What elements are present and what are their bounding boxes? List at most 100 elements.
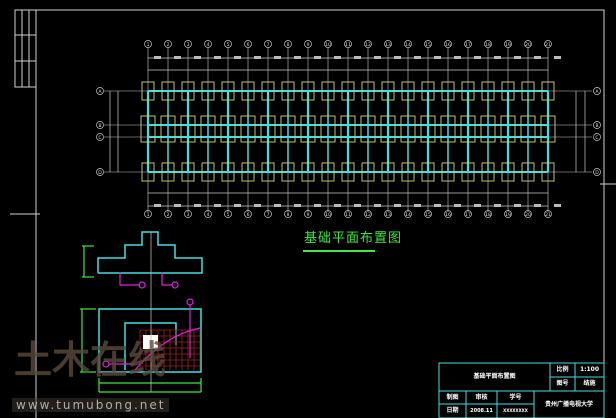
footing <box>160 115 176 143</box>
footing <box>341 81 355 101</box>
footing <box>540 115 556 143</box>
footing <box>340 115 356 143</box>
footing <box>241 81 255 101</box>
footing <box>360 115 376 143</box>
column-axis-label: 12 <box>365 212 371 218</box>
footing <box>221 81 235 101</box>
tb-scale-label: 比例 <box>556 366 569 373</box>
axis-bubble <box>593 133 601 141</box>
footing <box>521 162 535 182</box>
footing <box>161 162 175 182</box>
axis-bubble <box>524 40 532 48</box>
footing <box>401 162 415 182</box>
dimension-text <box>554 56 561 59</box>
footing <box>541 81 555 101</box>
column-axis-label: 5 <box>227 42 230 48</box>
axis-bubble <box>464 40 472 48</box>
dimension-text <box>294 56 301 59</box>
row-axis-label: A <box>98 89 102 95</box>
dimension-text <box>214 204 221 207</box>
column-axis-label: 3 <box>187 212 190 218</box>
dimension-text <box>534 56 541 59</box>
column-axis-label: 1 <box>147 42 150 48</box>
axis-bubble <box>324 40 332 48</box>
footing <box>440 115 456 143</box>
footing <box>541 162 555 182</box>
column-axis-label: 4 <box>207 212 210 218</box>
footing <box>361 81 375 101</box>
axis-bubble <box>324 210 332 218</box>
axis-bubble <box>164 40 172 48</box>
axis-bubble <box>144 40 152 48</box>
plan-title-underline <box>303 250 375 252</box>
dimension-text <box>394 204 401 207</box>
footing <box>421 162 435 182</box>
footing <box>461 162 475 182</box>
column-axis-label: 18 <box>485 212 491 218</box>
dimension-text <box>354 204 361 207</box>
footing <box>261 81 275 101</box>
footing <box>500 115 516 143</box>
column-axis-label: 19 <box>505 42 511 48</box>
column-axis-label: 6 <box>247 212 250 218</box>
axis-bubble <box>504 40 512 48</box>
dimension-text <box>414 56 421 59</box>
axis-bubble <box>304 210 312 218</box>
tb-drawing-name: 基础平面布置图 <box>473 373 516 380</box>
footing <box>480 115 496 143</box>
foundation-details <box>80 231 203 393</box>
axis-bubble <box>424 210 432 218</box>
axis-bubble <box>364 210 372 218</box>
axis-bubble <box>464 210 472 218</box>
column-axis-label: 13 <box>385 212 391 218</box>
dimension-text <box>474 204 481 207</box>
row-axis-label: B <box>595 123 598 129</box>
dimension-text <box>214 56 221 59</box>
axis-bubble <box>504 210 512 218</box>
dimension-text <box>494 204 501 207</box>
footing <box>381 81 395 101</box>
column-axis-label: 9 <box>307 212 310 218</box>
dimension-text <box>194 56 201 59</box>
column-axis-label: 16 <box>445 212 451 218</box>
column-axis-label: 8 <box>287 42 290 48</box>
footing <box>300 115 316 143</box>
footing <box>401 81 415 101</box>
column-axis-label: 13 <box>385 42 391 48</box>
footing <box>380 115 396 143</box>
axis-bubble <box>444 210 452 218</box>
axis-bubble <box>224 40 232 48</box>
footing <box>421 81 435 101</box>
footing <box>361 162 375 182</box>
column-axis-label: 12 <box>365 42 371 48</box>
column-axis-label: 14 <box>405 212 411 218</box>
footing <box>181 81 195 101</box>
column-axis-label: 11 <box>345 42 351 48</box>
footing <box>140 115 156 143</box>
axis-bubble <box>224 210 232 218</box>
column-axis-label: 20 <box>525 212 531 218</box>
column-axis-label: 14 <box>405 42 411 48</box>
axis-bubble <box>544 40 552 48</box>
dimension-text <box>234 204 241 207</box>
dimension-text <box>154 56 161 59</box>
footing <box>141 162 155 182</box>
axis-bubble <box>484 40 492 48</box>
tb-sheet-value: 结施 <box>583 380 596 387</box>
column-axis-label: 20 <box>525 42 531 48</box>
axis-bubble <box>96 87 104 95</box>
tb-drawn-label: 制图 <box>446 393 459 401</box>
footing <box>281 162 295 182</box>
dimension-text <box>334 56 341 59</box>
axis-bubble <box>244 40 252 48</box>
dimension-text <box>314 56 321 59</box>
axis-bubble <box>244 210 252 218</box>
axis-bubble <box>284 40 292 48</box>
footing <box>161 81 175 101</box>
dimension-text <box>454 204 461 207</box>
footing <box>240 115 256 143</box>
axis-bubble <box>384 210 392 218</box>
dimension-text <box>454 56 461 59</box>
axis-bubble <box>484 210 492 218</box>
